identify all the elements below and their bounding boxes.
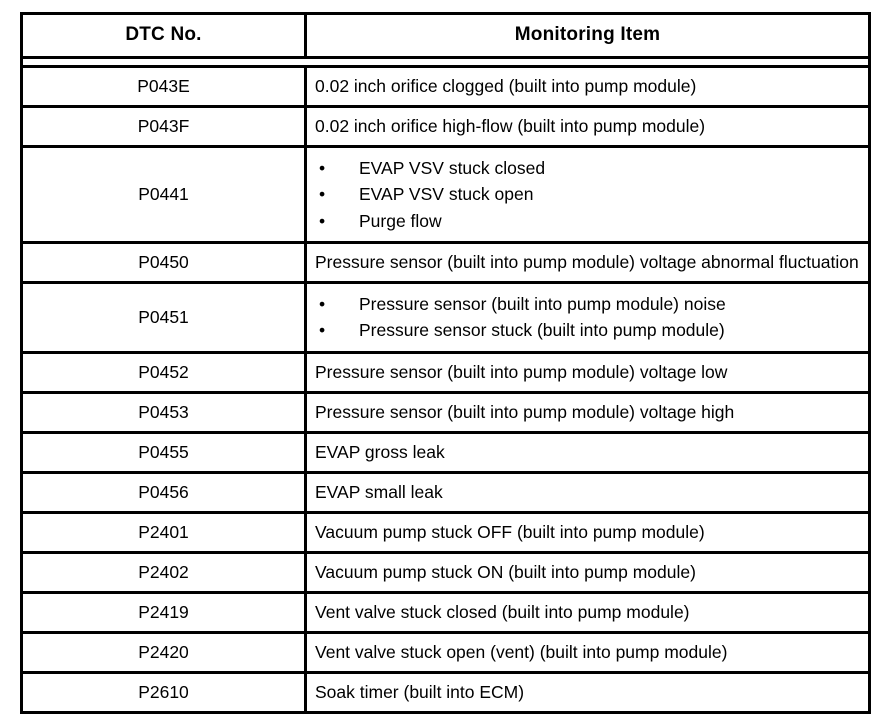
dtc-number-cell: P2420 — [21, 631, 307, 673]
monitoring-item-label: Vacuum pump stuck ON (built into pump mo… — [315, 562, 696, 582]
monitoring-item-cell: Vacuum pump stuck ON (built into pump mo… — [305, 550, 870, 593]
bullet-point-icon: • — [319, 184, 326, 205]
monitoring-item-cell: • Pressure sensor (built into pump module… — [305, 281, 870, 353]
bullet-point-icon: • — [319, 210, 326, 231]
monitoring-item-bullet: • Purge flow — [315, 208, 860, 234]
monitoring-item-bullet: • Pressure sensor stuck (built into pump … — [315, 317, 860, 343]
monitoring-item-bullet-label: EVAP VSV stuck open — [359, 184, 534, 205]
monitoring-item-cell: Vacuum pump stuck OFF (built into pump m… — [305, 510, 870, 553]
table-row: P0453 Pressure sensor (built into pump mo… — [21, 390, 870, 433]
table-row: P0452 Pressure sensor (built into pump mo… — [21, 350, 870, 393]
monitoring-item-label: EVAP gross leak — [315, 441, 445, 462]
monitoring-item-cell: EVAP small leak — [305, 470, 870, 513]
dtc-number-cell: P2401 — [21, 510, 307, 553]
monitoring-item-bullet-label: Pressure sensor stuck (built into pump m… — [359, 320, 725, 341]
monitoring-item-label: Pressure sensor (built into pump module)… — [315, 251, 859, 272]
monitoring-item-label: EVAP small leak — [315, 481, 443, 502]
monitoring-item-label: Vent valve stuck open (vent) (built into… — [315, 642, 728, 663]
bullet-point-icon: • — [319, 320, 326, 341]
table-row: P0455 EVAP gross leak — [21, 430, 870, 473]
monitoring-item-cell: Pressure sensor (built into pump module)… — [305, 240, 870, 283]
monitoring-item-label: Vent valve stuck closed (built into pump… — [315, 602, 690, 623]
dtc-number-cell: P0452 — [21, 350, 307, 393]
header-double-rule — [21, 56, 870, 68]
monitoring-item-label: 0.02 inch orifice clogged (built into pu… — [315, 76, 697, 96]
monitoring-item-bullet: • EVAP VSV stuck closed — [315, 155, 860, 181]
table-row: P0451 • Pressure sensor (built into pump m… — [21, 281, 870, 353]
monitoring-item-label: Pressure sensor (built into pump module)… — [315, 361, 728, 382]
column-header-monitoring-item: Monitoring Item — [514, 24, 661, 45]
table-row: P2420 Vent valve stuck open (vent) (built… — [21, 631, 870, 673]
dtc-number-cell: P2610 — [21, 671, 307, 713]
monitoring-item-cell: Vent valve stuck closed (built into pump… — [305, 591, 870, 633]
dtc-table-container: DTC No. Monitoring Item P043E 0.02 inch o… — [20, 12, 871, 715]
monitoring-item-cell: Pressure sensor (built into pump module)… — [305, 350, 870, 393]
monitoring-item-cell: EVAP gross leak — [305, 430, 870, 473]
dtc-number-cell: P0455 — [21, 430, 307, 473]
bullet-point-icon: • — [319, 158, 326, 179]
dtc-number-cell: P0451 — [21, 281, 307, 353]
monitoring-item-bullet-label: EVAP VSV stuck closed — [359, 158, 546, 179]
monitoring-item-bullet-list: • Pressure sensor (built into pump module… — [315, 291, 860, 344]
monitoring-item-cell: Soak timer (built into ECM) — [305, 671, 870, 713]
table-row: P0456 EVAP small leak — [21, 470, 870, 513]
table-header: DTC No. Monitoring Item — [21, 13, 870, 68]
monitoring-item-label: Pressure sensor (built into pump module)… — [315, 401, 735, 422]
monitoring-item-bullet: • EVAP VSV stuck open — [315, 181, 860, 207]
dtc-number-cell: P0453 — [21, 390, 307, 433]
monitoring-item-cell: Vent valve stuck open (vent) (built into… — [305, 631, 870, 673]
bullet-point-icon: • — [319, 294, 326, 315]
monitoring-item-cell: 0.02 inch orifice clogged (built into pu… — [306, 67, 870, 107]
table-row: P043E 0.02 inch orifice clogged (built in… — [21, 66, 870, 107]
dtc-number-cell: P0441 — [21, 145, 307, 243]
table-row: P2419 Vent valve stuck closed (built into… — [21, 591, 870, 633]
column-header-dtc-no: DTC No. — [21, 13, 307, 58]
monitoring-item-cell: Pressure sensor (built into pump module)… — [305, 390, 870, 433]
monitoring-item-label: Vacuum pump stuck OFF (built into pump m… — [315, 521, 705, 542]
dtc-monitoring-table: DTC No. Monitoring Item P043E 0.02 inch o… — [20, 12, 871, 715]
table-row: P2401 Vacuum pump stuck OFF (built into p… — [21, 510, 870, 553]
monitoring-item-bullet-label: Pressure sensor (built into pump module)… — [359, 294, 726, 315]
dtc-number-cell: P0450 — [21, 240, 307, 283]
table-row: P043F 0.02 inch orifice high-flow (built … — [21, 105, 870, 147]
monitoring-item-label: Soak timer (built into ECM) — [315, 682, 525, 703]
table-row: P2610 Soak timer (built into ECM) — [21, 671, 870, 713]
table-body: P043E 0.02 inch orifice clogged (built in… — [21, 66, 870, 713]
dtc-number-cell: P2402 — [21, 550, 307, 593]
monitoring-item-bullet-label: Purge flow — [359, 210, 442, 231]
dtc-number-cell: P2419 — [21, 591, 307, 633]
monitoring-item-label: 0.02 inch orifice high-flow (built into … — [315, 116, 706, 137]
header-rule-cell — [21, 56, 870, 68]
monitoring-item-cell: 0.02 inch orifice high-flow (built into … — [305, 105, 870, 147]
header-row: DTC No. Monitoring Item — [21, 13, 870, 58]
monitoring-item-bullet-list: • EVAP VSV stuck closed • EVAP VSV stuck op… — [315, 155, 860, 234]
table-row: P2402 Vacuum pump stuck ON (built into pu… — [21, 550, 870, 593]
dtc-number-cell: P043E — [21, 66, 307, 107]
monitoring-item-cell: • EVAP VSV stuck closed • EVAP VSV stuck op… — [305, 145, 870, 243]
dtc-number-cell: P0456 — [21, 470, 307, 513]
dtc-number-cell: P043F — [21, 105, 307, 147]
table-row: P0450 Pressure sensor (built into pump mo… — [21, 240, 870, 283]
table-row: P0441 • EVAP VSV stuck closed • EVAP VSV stu… — [21, 145, 870, 243]
monitoring-item-bullet: • Pressure sensor (built into pump module… — [315, 291, 860, 317]
